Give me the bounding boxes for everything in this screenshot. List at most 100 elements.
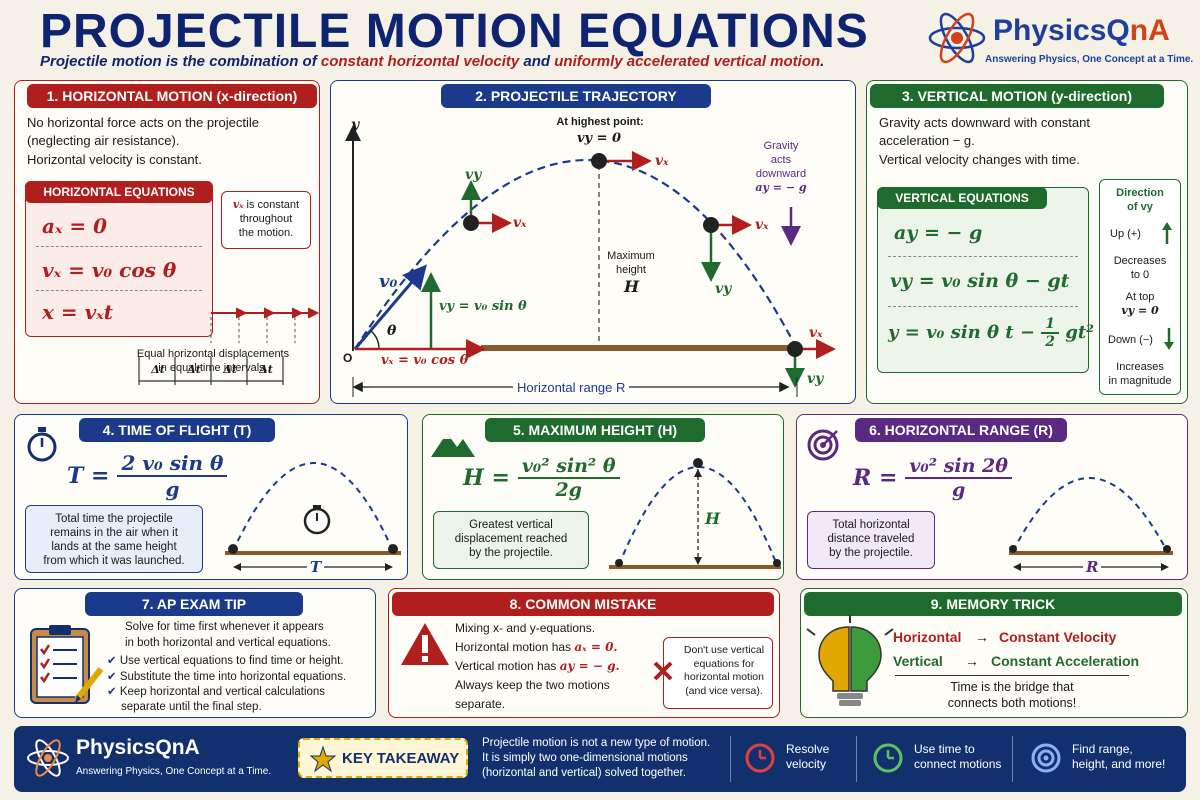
- tip-bullet: ✔ Use vertical equations to find time or…: [107, 655, 344, 667]
- theta-arc: [370, 330, 380, 350]
- brand-name: PhysicsQnA: [993, 14, 1170, 48]
- top-caption: At highest point:: [556, 116, 644, 128]
- key-takeaway-text: Projectile motion is not a new type of m…: [482, 737, 711, 779]
- max-height-diagram: [609, 458, 781, 569]
- target-icon: [807, 429, 839, 461]
- dt-label: Δt: [187, 363, 201, 376]
- subtitle-part: and: [519, 53, 555, 70]
- divider: [856, 736, 857, 782]
- equation-vy: vy = v₀ sin θ − gt: [890, 270, 1070, 292]
- tip-intro: Solve for time first whenever it appears…: [125, 621, 331, 649]
- key-takeaway-badge: KEY TAKEAWAY: [298, 738, 468, 778]
- trajectory-panel: 2. PROJECTILE TRAJECTORY y O: [330, 80, 856, 404]
- footer-banner: PhysicsQnA Answering Physics, One Concep…: [14, 726, 1186, 792]
- subtitle-highlight-horizontal: constant horizontal velocity: [320, 53, 520, 70]
- star-icon: [309, 745, 337, 773]
- divider: [1012, 736, 1013, 782]
- panel-title: 9. MEMORY TRICK: [804, 592, 1182, 616]
- v0-label: v₀: [379, 271, 398, 292]
- equation-vx: vₓ = v₀ cos θ: [42, 258, 177, 282]
- vx-eq-label: vₓ = v₀ cos θ: [381, 353, 469, 368]
- note-text: is constant: [243, 199, 300, 211]
- constant-acceleration-label: Constant Acceleration: [991, 653, 1140, 669]
- common-mistake-panel: 8. COMMON MISTAKE Mixing x- and y-equati…: [388, 588, 780, 718]
- vertical-equations-box: VERTICAL EQUATIONS ay = − g vy = v₀ sin …: [877, 187, 1094, 373]
- panel-title: 3. VERTICAL MOTION (y-direction): [870, 84, 1164, 108]
- range-diagram: [1009, 477, 1173, 571]
- panel-title: 8. COMMON MISTAKE: [392, 592, 774, 616]
- equation-ax: aₓ = 0: [42, 214, 108, 238]
- equation-x: x = vₓt: [42, 300, 113, 324]
- desc-line: No horizontal force acts on the projecti…: [27, 115, 259, 130]
- vy-label-rising: vy: [465, 167, 482, 183]
- desc-line: Horizontal velocity is constant.: [27, 152, 202, 167]
- target-icon: [1031, 743, 1061, 773]
- arrow-icon: →: [975, 629, 989, 645]
- brand-name-a: PhysicsQ: [993, 14, 1130, 47]
- panel-title: 2. PROJECTILE TRAJECTORY: [441, 84, 711, 108]
- memory-trick-panel: 9. MEMORY TRICK Horizontal → Constant Ve…: [800, 588, 1188, 718]
- vx-label-falling: vₓ: [755, 217, 769, 233]
- range-label: Horizontal range R: [513, 380, 630, 395]
- page-subtitle: Projectile motion is the combination of …: [40, 53, 900, 70]
- constant-velocity-label: Constant Velocity: [999, 629, 1117, 645]
- subtitle-part: Projectile motion is the combination of: [40, 53, 321, 70]
- dt-label: Δt: [259, 363, 273, 376]
- equations-title: VERTICAL EQUATIONS: [877, 187, 1047, 209]
- page-title: PROJECTILE MOTION EQUATIONS: [40, 5, 869, 58]
- vy-label-falling: vy: [715, 281, 732, 297]
- panel-title: 7. AP EXAM TIP: [85, 592, 303, 616]
- down-label: Down (−): [1108, 334, 1153, 346]
- atom-icon: [27, 739, 69, 777]
- vy-eq-label: vy = v₀ sin θ: [439, 299, 527, 314]
- warning-icon: [401, 623, 449, 665]
- divider: [888, 256, 1078, 257]
- theta-label: θ: [387, 323, 397, 339]
- panel-title: 5. MAXIMUM HEIGHT (H): [485, 418, 705, 442]
- equations-title: HORIZONTAL EQUATIONS: [25, 181, 213, 203]
- brand-name-b: nA: [1129, 14, 1170, 47]
- horizontal-motion-panel: 1. HORIZONTAL MOTION (x-direction) No ho…: [14, 80, 320, 404]
- y-axis-label: y: [351, 117, 360, 133]
- equal-displacement-diagram: [138, 307, 320, 385]
- note-text: the motion.: [238, 227, 294, 239]
- panel-title: 6. HORIZONTAL RANGE (R): [855, 418, 1067, 442]
- T-label: T: [307, 558, 325, 576]
- divider: [888, 306, 1078, 307]
- vertical-label: Vertical: [893, 653, 943, 669]
- ball-falling: [703, 217, 719, 233]
- vx-label-landing: vₓ: [809, 325, 823, 341]
- stopwatch-icon: [27, 427, 57, 462]
- up-label: Up (+): [1110, 228, 1141, 240]
- desc-line: acceleration − g.: [879, 133, 975, 148]
- vy-label-landing: vy: [807, 371, 824, 387]
- tip-bullet: ✔ Keep horizontal and vertical calculati…: [107, 686, 326, 713]
- time-of-flight-diagram: [225, 462, 401, 571]
- trajectory-path: [354, 158, 798, 350]
- divider: [36, 290, 202, 291]
- brain-lightbulb-icon: [806, 615, 894, 706]
- ball-top: [591, 153, 607, 169]
- v0-vector: [353, 264, 427, 350]
- mistake-list: Mixing x- and y-equations. Horizontal mo…: [455, 621, 620, 711]
- panel-title: 1. HORIZONTAL MOTION (x-direction): [27, 84, 317, 108]
